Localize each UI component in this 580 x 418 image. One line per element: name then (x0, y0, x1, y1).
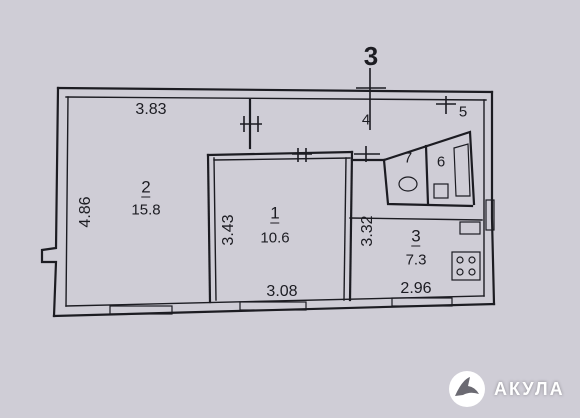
toilet-icon (398, 176, 418, 192)
room1-wall-right (348, 150, 354, 302)
kitchen-sink-icon (459, 221, 481, 235)
room1-wall-right-inner (343, 157, 347, 301)
room7-number: 7 (403, 149, 413, 167)
stove-icon (451, 251, 481, 281)
bath-wall-top (382, 130, 476, 206)
room1-wall-top (206, 150, 354, 157)
brand-name: АКУЛА (494, 378, 565, 399)
room5-number: 5 (458, 103, 468, 121)
bathtub-icon (453, 143, 471, 197)
shark-logo-icon (449, 371, 485, 407)
sink-bath-icon (433, 183, 449, 199)
room1-wall-left-inner (213, 157, 217, 301)
outer-wall-top (56, 86, 494, 94)
dim-room2-top: 3.83 (135, 101, 167, 118)
room2-number: 2 (141, 177, 151, 198)
door-tick-1 (240, 116, 262, 132)
outer-wall-right (490, 90, 496, 306)
bath-divider (424, 144, 430, 206)
bath-wall-left (382, 158, 474, 208)
marker-line (356, 68, 386, 130)
window-room2 (109, 305, 173, 315)
section-marker: 3 (363, 41, 379, 71)
door-tick-3 (354, 146, 380, 162)
room1-area: 10.6 (260, 229, 290, 247)
door-tick-4 (436, 96, 456, 114)
room3-wall (349, 217, 483, 221)
dim-room2-left: 4.86 (77, 196, 94, 228)
window-room3 (391, 297, 453, 307)
dim-room3-bottom: 2.96 (400, 280, 432, 297)
room4-number: 4 (361, 111, 371, 129)
window-right (485, 199, 495, 231)
window-room1 (239, 301, 307, 311)
door-tick-2 (292, 148, 312, 162)
dim-room1-right: 3.32 (359, 215, 376, 247)
room6-number: 6 (436, 153, 446, 171)
room1-number: 1 (270, 203, 280, 224)
room3-number: 3 (411, 226, 421, 247)
outer-wall-top-inner (65, 96, 487, 101)
room1-wall-top-inner (213, 157, 351, 161)
room3-area: 7.3 (405, 251, 427, 269)
dim-room1-left: 3.43 (220, 214, 237, 246)
dim-room1-bottom: 3.08 (266, 283, 298, 300)
watermark: АКУЛА (448, 370, 565, 408)
outer-wall-left-inner (65, 96, 69, 307)
room2-area: 15.8 (131, 201, 161, 219)
room1-wall-left (206, 153, 212, 304)
outer-wall-left (40, 86, 60, 318)
